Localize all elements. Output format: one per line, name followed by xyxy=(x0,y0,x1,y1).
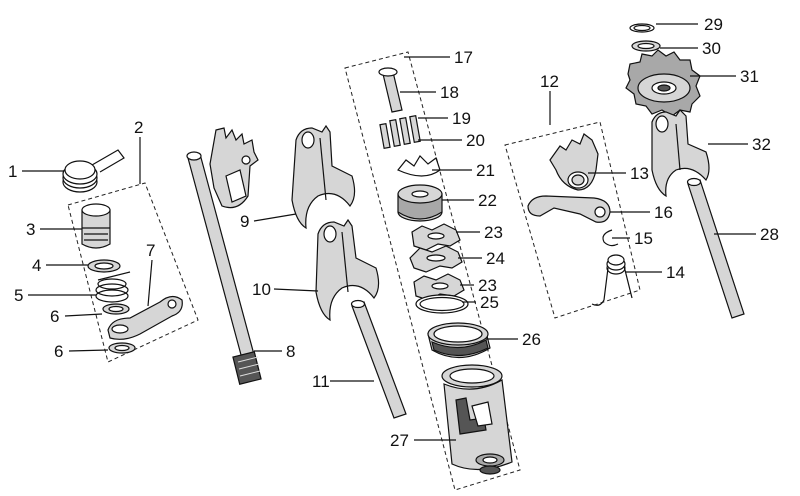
callout-30: 30 xyxy=(702,39,721,58)
part-25-ring xyxy=(415,294,469,314)
callout-25: 25 xyxy=(480,293,499,312)
group-box-2 xyxy=(67,182,199,363)
part-24-plate xyxy=(409,245,463,273)
part-14-spring xyxy=(591,254,633,306)
part-16-stopper-lever xyxy=(527,195,611,223)
callout-3: 3 xyxy=(26,220,35,239)
part-21-pin-plate xyxy=(397,155,441,177)
callout-6: 6 xyxy=(54,342,63,361)
callout-31: 31 xyxy=(740,67,759,86)
callout-5: 5 xyxy=(14,286,23,305)
callout-11: 11 xyxy=(312,372,330,391)
part-13-stopper-cam xyxy=(549,133,599,191)
part-10-shift-fork xyxy=(315,218,380,322)
group-box-17 xyxy=(344,51,521,491)
part-32-shift-fork xyxy=(651,109,710,198)
callout-28: 28 xyxy=(760,225,779,244)
callout-18: 18 xyxy=(440,83,459,102)
part-9-shift-fork xyxy=(291,124,356,230)
callout-26: 26 xyxy=(522,330,541,349)
callout-2: 2 xyxy=(134,118,143,137)
part-30-washer xyxy=(631,40,661,52)
part-22-drum-cam xyxy=(397,184,443,222)
part-6-circlip-lower xyxy=(108,342,136,354)
callout-8: 8 xyxy=(286,342,295,361)
part-19-20-pins xyxy=(379,114,421,150)
part-11-fork-rod xyxy=(350,299,407,419)
part-6-circlip-upper xyxy=(102,303,130,315)
callout-20: 20 xyxy=(466,131,485,150)
callout-4: 4 xyxy=(32,256,41,275)
part-8-shift-shaft xyxy=(186,127,262,385)
part-5-spring xyxy=(95,271,131,303)
leader-lines xyxy=(22,23,756,441)
callout-29: 29 xyxy=(704,15,723,34)
callout-13: 13 xyxy=(630,164,649,183)
callout-22: 22 xyxy=(478,191,497,210)
callout-23: 23 xyxy=(484,223,503,242)
callout-7: 7 xyxy=(146,241,155,260)
callout-numbers: 1 2 3 4 5 6 6 7 8 9 10 11 12 13 14 15 16… xyxy=(8,15,779,450)
callout-1: 1 xyxy=(8,162,17,181)
part-15-clip xyxy=(602,229,619,247)
callout-14: 14 xyxy=(666,263,685,282)
part-28-fork-shaft xyxy=(686,177,745,319)
part-31-gear xyxy=(625,49,701,117)
part-23-plate-upper xyxy=(411,223,461,251)
callout-6: 6 xyxy=(50,307,59,326)
part-7-shift-arm xyxy=(107,295,183,340)
part-26-bearing xyxy=(427,322,491,359)
callout-23: 23 xyxy=(478,276,497,295)
callout-16: 16 xyxy=(654,203,673,222)
callout-32: 32 xyxy=(752,135,771,154)
callout-21: 21 xyxy=(476,161,495,180)
part-18-pin xyxy=(378,67,403,113)
callout-27: 27 xyxy=(390,431,409,450)
callout-12: 12 xyxy=(540,72,559,91)
callout-24: 24 xyxy=(486,249,505,268)
part-27-shift-drum xyxy=(441,364,513,475)
callout-10: 10 xyxy=(252,280,271,299)
part-1-spring xyxy=(62,149,125,193)
callout-17: 17 xyxy=(454,48,473,67)
part-29-circlip xyxy=(629,23,655,33)
part-4-washer xyxy=(87,259,121,273)
callout-9: 9 xyxy=(240,212,249,231)
callout-19: 19 xyxy=(452,109,471,128)
part-3-bushing xyxy=(81,203,111,249)
callout-15: 15 xyxy=(634,229,653,248)
group-box-12 xyxy=(504,121,641,319)
